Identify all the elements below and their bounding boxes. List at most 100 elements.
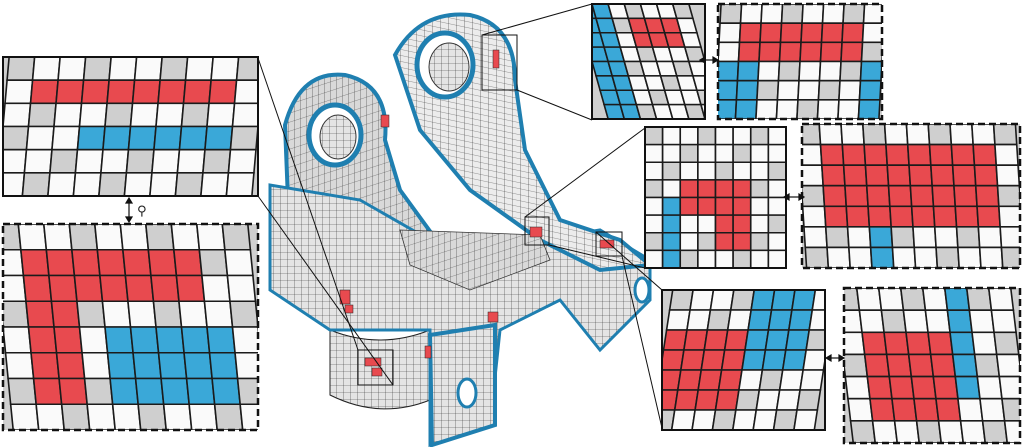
mesh-cell (714, 231, 734, 252)
mesh-cell (732, 249, 752, 268)
mesh-cell (880, 309, 907, 334)
mesh-cell (645, 249, 664, 268)
mesh-cell (86, 403, 117, 430)
mesh-cell (208, 351, 239, 380)
mesh-cell (717, 369, 743, 391)
mesh-cell (180, 326, 211, 354)
mesh-cell (802, 164, 824, 187)
mesh-cell (973, 353, 1001, 378)
mesh-cell (822, 184, 848, 208)
mesh-cell (3, 172, 26, 196)
mesh-cell (174, 172, 204, 196)
mesh-cell (679, 196, 699, 216)
mesh-cell (859, 60, 882, 82)
mesh-cell (111, 403, 142, 430)
mesh-cell (697, 214, 717, 234)
mesh-cell (691, 75, 705, 92)
mesh-cell (714, 389, 740, 411)
mesh-cell (162, 403, 193, 430)
mesh-cell (714, 161, 734, 181)
mesh-cell (182, 79, 212, 105)
mesh-cell (170, 224, 201, 251)
part-side-hole (633, 276, 651, 304)
mesh-cell (662, 409, 676, 430)
mesh-cell (667, 103, 690, 119)
mesh-cell (818, 124, 844, 146)
mesh-cell (679, 179, 699, 199)
mesh-cell (842, 4, 866, 24)
part-inner-floor (399, 229, 551, 291)
mesh-cell (849, 420, 877, 443)
mesh-cell (697, 127, 717, 146)
mesh-cell (229, 125, 258, 151)
mesh-cell (147, 248, 178, 277)
mesh-cell (885, 143, 910, 166)
mesh-cell (3, 300, 30, 328)
mesh-cell (206, 326, 236, 354)
mesh-cell (127, 300, 157, 328)
mesh-cell (102, 125, 132, 151)
mesh-cell (893, 420, 921, 443)
mesh-cell (734, 389, 761, 411)
mesh-cell (236, 377, 258, 406)
mesh-cell (129, 102, 159, 128)
mesh-cell (778, 369, 805, 391)
mesh-cell (119, 224, 150, 251)
mesh-cell (662, 369, 682, 391)
mesh-cell (184, 57, 214, 81)
mesh-cell (905, 331, 932, 356)
mesh-cell (697, 196, 717, 216)
mesh-cell (695, 89, 705, 106)
mesh-cell (19, 248, 50, 277)
mesh-cell (738, 22, 762, 44)
mesh-cell (808, 309, 825, 331)
mesh-cell (74, 148, 104, 174)
mesh-cell (820, 164, 846, 187)
mesh-cell (863, 353, 891, 378)
mesh-cell (155, 102, 185, 128)
mesh-cell (714, 127, 734, 146)
mesh-cell (949, 124, 974, 146)
mesh-cell (679, 161, 699, 181)
mesh-cell (931, 184, 957, 208)
mesh-cell (619, 103, 642, 119)
mesh-cell (81, 351, 111, 380)
mesh-cell (977, 226, 1003, 249)
mesh-cell (871, 420, 899, 443)
mesh-cell (83, 377, 114, 406)
mesh-cell (227, 148, 257, 174)
mesh-cell (912, 226, 937, 249)
mesh-cell (981, 420, 1009, 443)
mesh-cell (891, 246, 917, 268)
mesh-cell (3, 125, 30, 151)
mesh-cell (935, 246, 960, 268)
mesh-cell (927, 331, 954, 356)
mesh-cell (868, 226, 894, 249)
mesh-cell (4, 351, 35, 380)
mesh-cell (957, 397, 984, 422)
mesh-cell (662, 349, 685, 371)
mesh-cell (844, 375, 871, 400)
mesh-cell (1001, 397, 1020, 422)
mesh-cell (826, 246, 851, 268)
mesh-cell (689, 290, 715, 311)
mesh-cell (668, 290, 694, 311)
mesh-cell (838, 79, 862, 101)
mesh-cell (902, 309, 929, 334)
mesh-cell (662, 389, 679, 411)
zoom-panel-frame (716, 2, 884, 121)
mesh-cell (673, 389, 700, 411)
mesh-cell (776, 79, 800, 101)
mesh-cell (178, 300, 208, 328)
mesh-cell (679, 31, 703, 48)
mesh-cell (955, 226, 981, 249)
mesh-cell (125, 148, 155, 174)
mesh-cell (796, 389, 822, 411)
mesh-cell (847, 397, 874, 422)
mesh-cell (152, 300, 183, 328)
mesh-cell (124, 274, 155, 303)
mesh-cell (951, 164, 977, 187)
mesh-cell (790, 290, 817, 311)
mesh-cell (845, 205, 871, 228)
